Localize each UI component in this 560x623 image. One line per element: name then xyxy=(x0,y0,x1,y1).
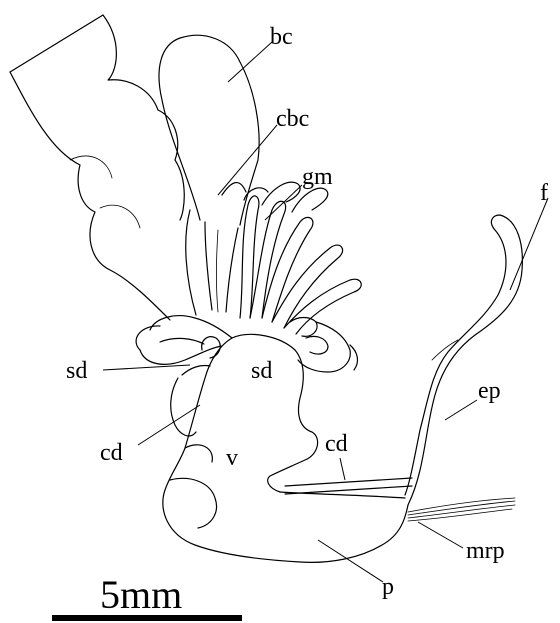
label-mrp: mrp xyxy=(466,538,505,564)
label-cd-right: cd xyxy=(325,431,348,457)
epiphallus-flagellum xyxy=(405,215,522,505)
scale-bar-label: 5mm xyxy=(100,572,182,617)
central-junction xyxy=(136,316,357,372)
scale-bar: 5mm xyxy=(52,572,242,621)
label-p: p xyxy=(382,574,394,600)
retractor-muscle xyxy=(408,498,515,521)
mucous-glands xyxy=(240,182,361,334)
right-duct xyxy=(285,478,412,494)
label-sd-left: sd xyxy=(66,358,87,384)
label-ep: ep xyxy=(478,378,501,404)
label-v: v xyxy=(226,445,238,471)
label-bc: bc xyxy=(270,24,293,50)
main-body xyxy=(163,334,408,562)
label-cd-left: cd xyxy=(100,440,123,466)
label-f: f xyxy=(540,180,548,206)
bursa-copulatrix xyxy=(159,35,259,315)
scale-bar-line xyxy=(52,615,242,621)
upper-left-organ xyxy=(10,15,184,320)
label-gm: gm xyxy=(302,164,333,190)
label-sd-center: sd xyxy=(251,358,272,384)
label-cbc: cbc xyxy=(276,106,309,132)
